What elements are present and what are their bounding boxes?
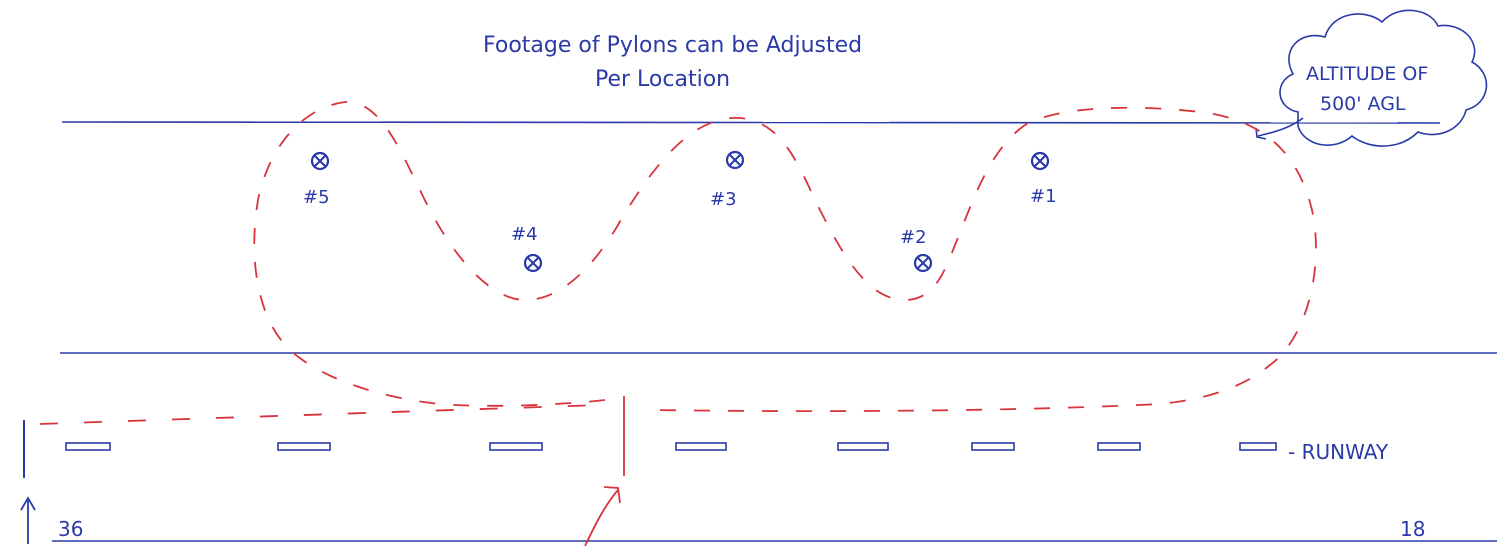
arrow-icon	[1257, 117, 1304, 137]
altitude-line-1: ALTITUDE OF	[1306, 63, 1428, 85]
approach-line	[39, 404, 601, 425]
runway: - RUNWAY	[65, 440, 1389, 464]
runway-label: - RUNWAY	[1288, 440, 1389, 464]
arrow-head-center	[603, 486, 621, 504]
arrow-icon-north	[20, 496, 36, 544]
pylon-label: #1	[1030, 186, 1057, 207]
runway-dash	[489, 442, 543, 451]
altitude-line-2: 500' AGL	[1320, 93, 1406, 115]
pylon-label: #5	[303, 187, 330, 208]
runway-dash	[1239, 442, 1277, 451]
crossed-circle-icon	[523, 253, 543, 273]
altitude-callout: ALTITUDE OF 500' AGL	[1255, 9, 1488, 147]
crossed-circle-icon	[725, 150, 745, 170]
runway-end-36: 36	[58, 517, 83, 541]
runway-dash	[675, 442, 727, 451]
runway-dash	[971, 442, 1015, 451]
cloud-shape	[1279, 9, 1488, 147]
crossed-circle-icon	[913, 253, 933, 273]
pylon-label: #3	[710, 189, 737, 210]
arrow-icon-center	[584, 489, 619, 546]
pylon-label: #4	[511, 224, 538, 245]
pylon-2: #2	[900, 227, 933, 273]
pylon-5: #5	[303, 151, 330, 208]
runway-end-18: 18	[1400, 517, 1425, 541]
crossed-circle-icon	[1030, 151, 1050, 171]
arrow-head	[1255, 127, 1267, 140]
pylon-label: #2	[900, 227, 927, 248]
title-line-1: Footage of Pylons can be Adjusted	[483, 33, 862, 58]
crossed-circle-icon	[310, 151, 330, 171]
flight-course	[253, 101, 1317, 413]
runway-dash	[65, 442, 111, 451]
runway-dash	[277, 442, 331, 451]
runway-dash	[837, 442, 889, 451]
pylon-4: #4	[511, 224, 543, 273]
pylon-1: #1	[1030, 151, 1057, 207]
showline-top	[61, 121, 1441, 124]
title-line-2: Per Location	[595, 67, 730, 92]
runway-dash	[1097, 442, 1141, 451]
pylon-3: #3	[710, 150, 745, 210]
